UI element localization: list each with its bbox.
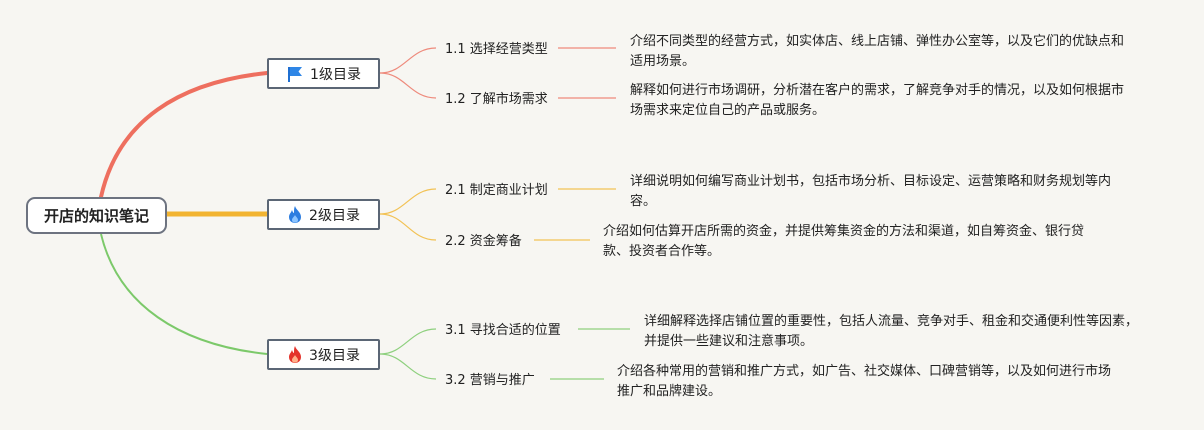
subtopic-2-1[interactable]: 2.1 制定商业计划 xyxy=(445,183,548,198)
red-flame-icon xyxy=(287,345,303,364)
subtopic-3-2[interactable]: 3.2 营销与推广 xyxy=(445,373,535,388)
branch-label-2: 2级目录 xyxy=(309,207,360,224)
description-2-1[interactable]: 详细说明如何编写商业计划书，包括市场分析、目标设定、运营策略和财务规划等内容。 xyxy=(630,174,1112,209)
blue-flame-icon xyxy=(287,205,303,224)
subtopic-1-1[interactable]: 1.1 选择经营类型 xyxy=(445,42,548,57)
connector-root-1 xyxy=(99,71,269,199)
connector-3-2 xyxy=(379,353,437,380)
description-1-1[interactable]: 介绍不同类型的经营方式，如实体店、线上店铺、弹性办公室等，以及它们的优缺点和适用… xyxy=(630,34,1125,69)
description-3-2[interactable]: 介绍各种常用的营销和推广方式，如广告、社交媒体、口碑营销等，以及如何进行市场推广… xyxy=(617,364,1112,399)
connector-3-1 xyxy=(379,328,437,355)
connector-2-1 xyxy=(379,188,437,215)
branch-node-3[interactable]: 3级目录 xyxy=(267,339,380,370)
subtopic-1-2[interactable]: 1.2 了解市场需求 xyxy=(445,92,548,107)
branch-label-3: 3级目录 xyxy=(309,347,360,364)
root-label: 开店的知识笔记 xyxy=(43,207,149,225)
root-node[interactable]: 开店的知识笔记 xyxy=(26,197,167,234)
branch-label-1: 1级目录 xyxy=(310,66,361,83)
connector-2-2 xyxy=(379,213,437,241)
description-2-2[interactable]: 介绍如何估算开店所需的资金，并提供筹集资金的方法和渠道，如自筹资金、银行贷款、投… xyxy=(603,224,1085,259)
subtopic-3-1[interactable]: 3.1 寻找合适的位置 xyxy=(445,323,561,338)
branch-node-2[interactable]: 2级目录 xyxy=(267,199,380,230)
branch-node-1[interactable]: 1级目录 xyxy=(267,58,380,89)
connector-1-1 xyxy=(379,47,437,74)
description-1-2[interactable]: 解释如何进行市场调研，分析潜在客户的需求，了解竞争对手的情况，以及如何根据市场需… xyxy=(630,83,1125,118)
subtopic-2-2[interactable]: 2.2 资金筹备 xyxy=(445,234,522,249)
connector-root-3 xyxy=(100,233,268,355)
description-3-1[interactable]: 详细解释选择店铺位置的重要性，包括人流量、竞争对手、租金和交通便利性等因素，并提… xyxy=(644,314,1139,349)
connector-1-2 xyxy=(379,72,437,99)
flag-icon xyxy=(286,65,304,83)
